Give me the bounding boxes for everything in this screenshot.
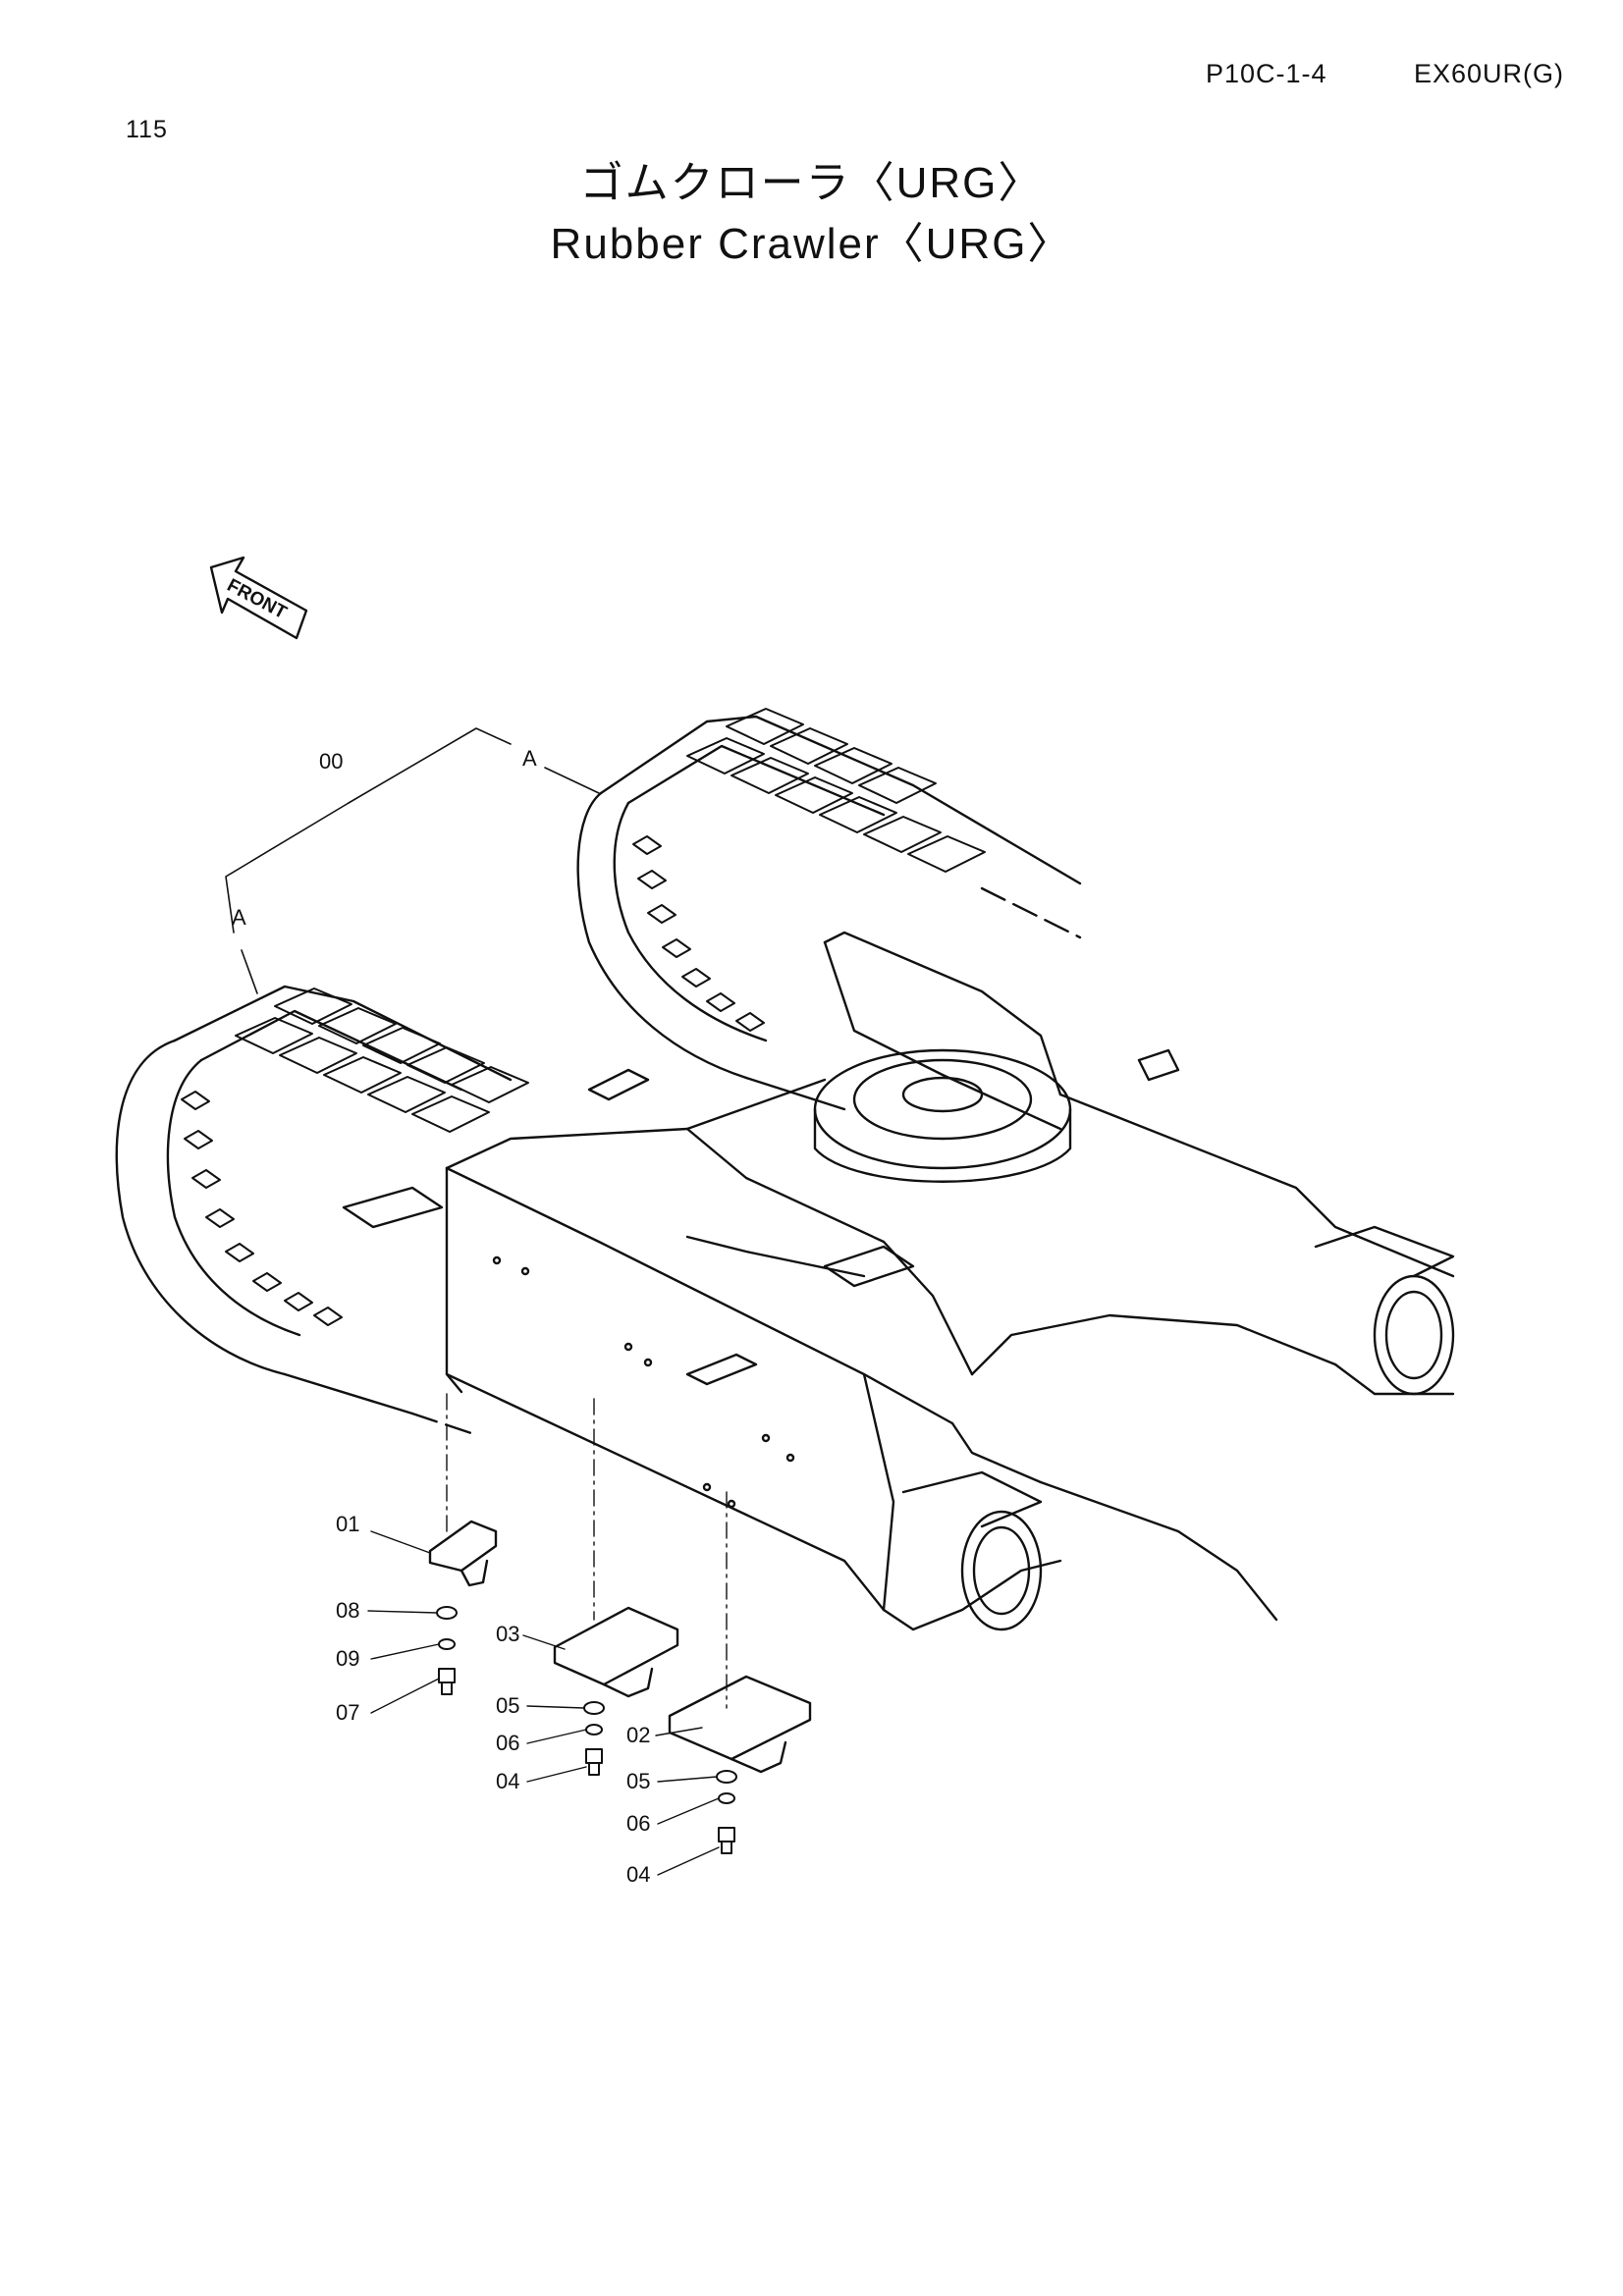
callout-03: 03	[496, 1622, 519, 1646]
page-number: 115	[126, 116, 168, 143]
part-02-guide-plate	[668, 1675, 812, 1774]
model-number: EX60UR(G)	[1414, 59, 1565, 88]
right-track	[576, 708, 1082, 1111]
callout-06-upper: 06	[496, 1731, 519, 1755]
assembly-bracket	[225, 727, 600, 994]
callout-09: 09	[336, 1646, 359, 1671]
page-reference: P10C-1-4	[1206, 59, 1327, 88]
callout-01: 01	[336, 1512, 359, 1536]
callout-07: 07	[336, 1700, 359, 1725]
callout-05-upper: 05	[496, 1693, 519, 1718]
callout-a-lower: A	[232, 905, 246, 930]
callout-05-lower: 05	[626, 1769, 650, 1793]
title-english: Rubber Crawler〈URG〉	[550, 220, 1073, 268]
callout-08: 08	[336, 1598, 359, 1623]
callout-02: 02	[626, 1723, 650, 1747]
assembly-lines	[446, 1393, 728, 1709]
callout-a-upper: A	[522, 746, 537, 771]
part-01-guide	[428, 1520, 498, 1587]
callout-00: 00	[319, 749, 343, 774]
front-arrow-icon	[209, 556, 308, 640]
callout-06-lower: 06	[626, 1811, 650, 1836]
leader-lines	[367, 1530, 720, 1876]
fasteners	[436, 1606, 737, 1854]
track-frame	[342, 931, 1455, 1631]
left-track	[115, 985, 529, 1435]
callout-04-lower: 04	[626, 1862, 650, 1887]
callout-04-upper: 04	[496, 1769, 519, 1793]
part-03-guide-plate	[553, 1606, 679, 1698]
title-japanese: ゴムクローラ〈URG〉	[579, 159, 1044, 207]
